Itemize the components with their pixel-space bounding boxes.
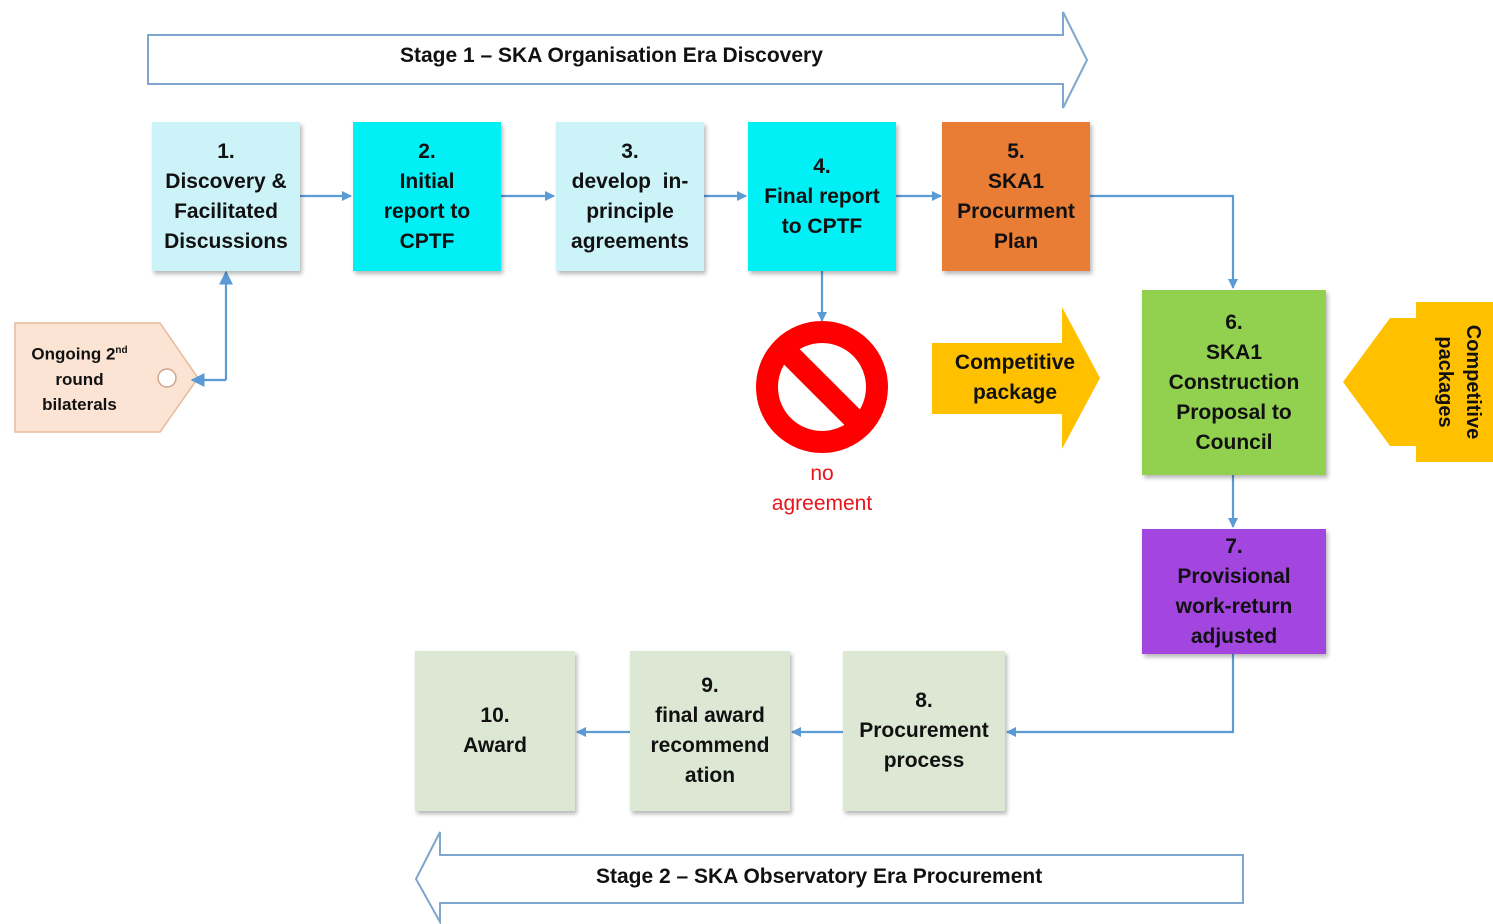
step-7-number: 7. bbox=[1225, 534, 1243, 558]
step-3-line: principle bbox=[586, 199, 674, 223]
no-agreement-label: no agreement bbox=[752, 459, 892, 519]
step-8-line: Procurement bbox=[859, 719, 989, 742]
bilaterals-tag-label: Ongoing 2nd round bilaterals bbox=[22, 338, 137, 417]
step-3-line: agreements bbox=[571, 229, 689, 253]
step-9-line: recommend bbox=[650, 734, 770, 757]
step-5-line: Procurment bbox=[957, 199, 1075, 223]
competitive-packages-line: Competitive bbox=[1462, 324, 1484, 440]
step-6-line: Council bbox=[1195, 430, 1273, 454]
step-5-procurement-plan: 5. SKA1 Procurment Plan bbox=[942, 122, 1090, 271]
competitive-package-label: Competitive package bbox=[940, 348, 1090, 408]
step-1-line: Discovery & bbox=[165, 169, 287, 193]
step-1-line: Discussions bbox=[164, 229, 288, 253]
step-4-line: to CPTF bbox=[781, 214, 863, 238]
step-9-final-award-recommendation: 9. final award recommend ation bbox=[630, 651, 790, 811]
bilaterals-tag bbox=[14, 322, 199, 433]
step-10-number: 10. bbox=[480, 704, 510, 727]
step-6-line: Construction bbox=[1168, 370, 1300, 394]
step-2-line: CPTF bbox=[399, 229, 455, 253]
no-agreement-line: no bbox=[810, 462, 834, 485]
step-9-line: ation bbox=[684, 764, 736, 787]
step-3-line: develop in- bbox=[571, 169, 689, 193]
tag-superscript: nd bbox=[115, 345, 128, 356]
step-2-line: Initial bbox=[399, 169, 455, 193]
competitive-package-line: Competitive bbox=[954, 351, 1076, 374]
step-8-line: process bbox=[883, 749, 965, 772]
step-2-line: report to bbox=[383, 199, 471, 223]
competitive-packages-label: Competitive packages bbox=[1429, 302, 1489, 462]
step-9-number: 9. bbox=[701, 674, 719, 697]
step-4-number: 4. bbox=[813, 154, 831, 178]
tag-hole-icon bbox=[157, 368, 177, 388]
step-5-line: Plan bbox=[993, 229, 1039, 253]
step-1-line: Facilitated bbox=[174, 199, 278, 223]
stage2-arrow bbox=[414, 831, 1244, 924]
step-7-provisional-work-return: 7. Provisional work-return adjusted bbox=[1142, 529, 1326, 654]
step-2-number: 2. bbox=[418, 139, 436, 163]
step-7-line: Provisional bbox=[1177, 564, 1291, 588]
stage1-label: Stage 1 – SKA Organisation Era Discovery bbox=[400, 44, 823, 67]
stage1-arrow bbox=[147, 11, 1089, 109]
step-8-procurement-process: 8. Procurement process bbox=[843, 651, 1005, 811]
step-9-line: final award bbox=[655, 704, 765, 727]
connector-5-6 bbox=[1090, 194, 1238, 289]
step-10-line: Award bbox=[463, 734, 527, 757]
step-6-line: SKA1 bbox=[1205, 340, 1263, 364]
stage2-label: Stage 2 – SKA Observatory Era Procuremen… bbox=[596, 865, 1043, 888]
competitive-packages-arrow bbox=[1343, 302, 1493, 462]
step-6-line: Proposal to bbox=[1176, 400, 1292, 424]
step-1-discovery: 1. Discovery & Facilitated Discussions bbox=[152, 122, 300, 271]
tag-line: Ongoing 2nd bbox=[31, 344, 128, 364]
step-7-line: adjusted bbox=[1190, 624, 1278, 648]
step-8-number: 8. bbox=[915, 689, 933, 712]
step-6-number: 6. bbox=[1225, 310, 1243, 334]
connector-7-8 bbox=[1006, 654, 1235, 737]
competitive-package-line: package bbox=[972, 381, 1058, 404]
step-4-final-report: 4. Final report to CPTF bbox=[748, 122, 896, 271]
tag-line: bilaterals bbox=[42, 394, 117, 414]
step-3-number: 3. bbox=[621, 139, 639, 163]
step-10-award: 10. Award bbox=[415, 651, 575, 811]
step-3-agreements: 3. develop in- principle agreements bbox=[556, 122, 704, 271]
step-5-line: SKA1 bbox=[987, 169, 1045, 193]
step-1-number: 1. bbox=[217, 139, 235, 163]
step-4-line: Final report bbox=[764, 184, 880, 208]
step-5-number: 5. bbox=[1007, 139, 1025, 163]
competitive-package-arrow bbox=[932, 307, 1100, 449]
prohibited-sign-icon bbox=[756, 321, 888, 453]
step-7-line: work-return bbox=[1175, 594, 1293, 618]
no-agreement-line: agreement bbox=[771, 492, 873, 515]
tag-line: round bbox=[55, 369, 104, 389]
step-2-initial-report: 2. Initial report to CPTF bbox=[353, 122, 501, 271]
step-6-construction-proposal: 6. SKA1 Construction Proposal to Council bbox=[1142, 290, 1326, 475]
competitive-packages-line: packages bbox=[1434, 336, 1456, 428]
